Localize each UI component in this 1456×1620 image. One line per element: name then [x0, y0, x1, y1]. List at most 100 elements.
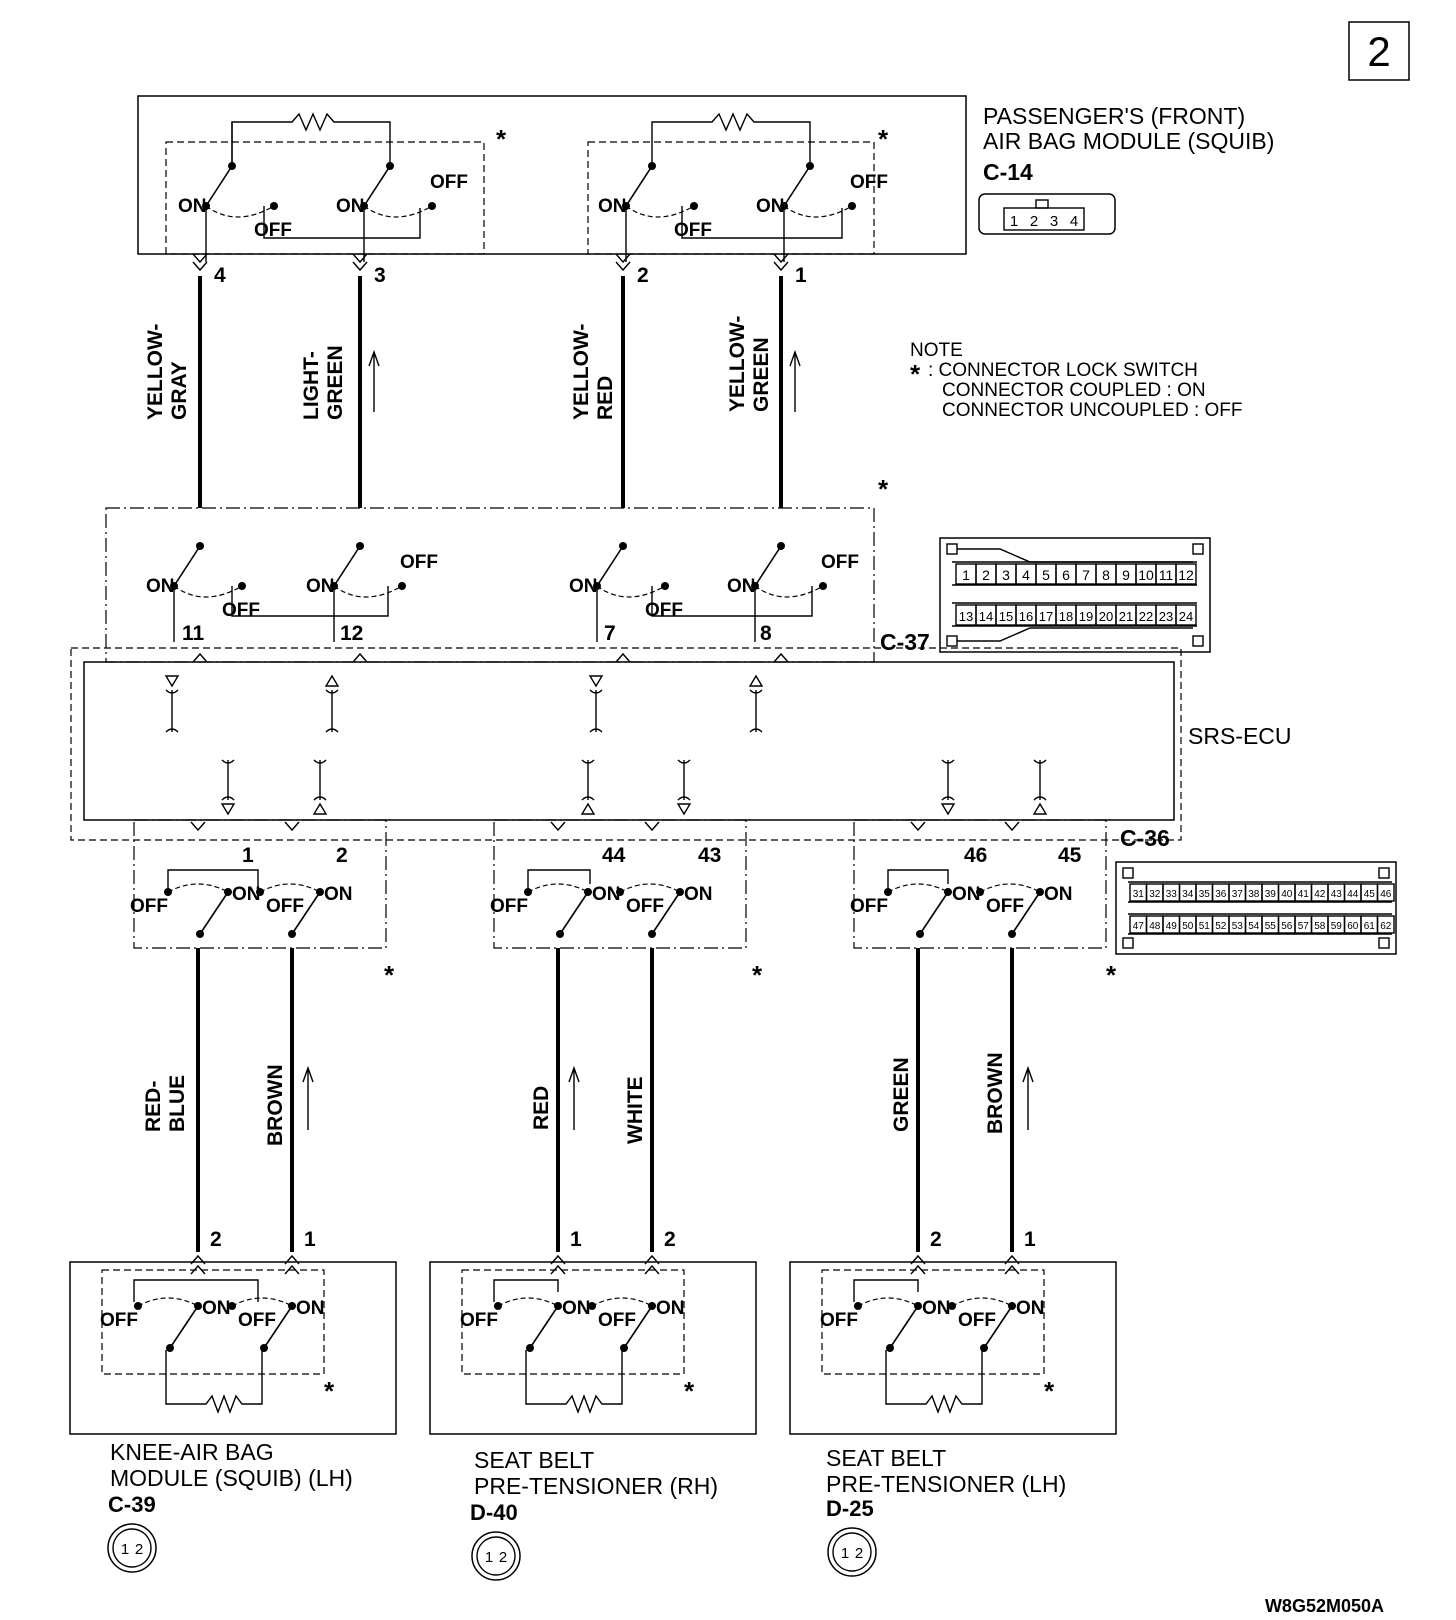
off-contact: [238, 582, 246, 590]
off-contact: [819, 582, 827, 590]
switch-arc: [857, 1297, 919, 1307]
connector-pin-number: 50: [1182, 921, 1194, 932]
connector-pin-number: 12: [1178, 567, 1194, 583]
device-lock-switch-3: [821, 1269, 1045, 1375]
srs-ecu-box: [83, 661, 1175, 821]
svg-text:MODULE (SQUIB) (LH): MODULE (SQUIB) (LH): [110, 1465, 353, 1491]
connector-pin-number: 20: [1099, 609, 1113, 624]
terminal-chevron: [910, 1264, 926, 1275]
svg-text:2: 2: [210, 1228, 222, 1251]
switch-blade: [1011, 891, 1041, 935]
ecu-triangle: [940, 803, 956, 816]
switch-arc: [625, 205, 695, 218]
ecu-triangle: [220, 803, 236, 816]
off-label: OFF: [850, 172, 888, 193]
connector-pin-number: 15: [999, 609, 1013, 624]
connector-pin-number: 10: [1138, 567, 1154, 583]
switch-pivot: [648, 162, 656, 170]
connector-c37-shape: [939, 537, 1211, 653]
svg-text:1: 1: [121, 1541, 129, 1558]
terminal-chevron: [1004, 1264, 1020, 1275]
connector-c36-label: C-36: [1120, 825, 1170, 851]
off-contact: [494, 1302, 502, 1310]
connector-pin-number: 34: [1182, 889, 1194, 900]
connector-c14-pins: 1 2 3 4: [1003, 199, 1085, 231]
terminal-chevron: [190, 1264, 206, 1275]
terminal-chevron: [190, 821, 206, 832]
c37-off-bridge-1: [231, 586, 389, 617]
switch-arc: [591, 1297, 653, 1307]
switch-blade: [333, 545, 361, 587]
connector-pin-number: 47: [1133, 921, 1145, 932]
terminal-chevron: [773, 652, 789, 663]
connector-pin-number: 14: [979, 609, 993, 624]
switch-blade: [983, 1305, 1013, 1349]
on-label: ON: [178, 196, 207, 217]
ecu-link: [221, 759, 235, 801]
svg-text:12: 12: [340, 622, 363, 645]
ecu-link: [941, 759, 955, 801]
switch-arc: [979, 883, 1041, 893]
off-label: OFF: [626, 896, 664, 917]
svg-text:CONNECTOR UNCOUPLED : OFF: CONNECTOR UNCOUPLED : OFF: [942, 400, 1243, 421]
svg-text:1: 1: [1024, 1228, 1036, 1251]
svg-text:PRE-TENSIONER (LH): PRE-TENSIONER (LH): [826, 1471, 1066, 1497]
connector-pin-number: 16: [1019, 609, 1033, 624]
wire-color-label: RED: [594, 376, 617, 420]
terminal-chevron: [192, 261, 208, 272]
svg-text:2: 2: [664, 1228, 676, 1251]
off-label: OFF: [254, 220, 292, 241]
connector-pin-number: 39: [1265, 889, 1277, 900]
wire-color-label: BROWN: [264, 1064, 287, 1146]
svg-text:1: 1: [304, 1228, 316, 1251]
off-label: OFF: [820, 1310, 858, 1331]
terminal-chevron: [1004, 1254, 1020, 1265]
switch-symbols: ONOFFONOFFONOFFONOFFONOFFONOFFONOFFONOFF…: [100, 122, 1073, 1352]
connector-pin-number: 38: [1248, 889, 1260, 900]
on-label: ON: [232, 884, 261, 905]
connector-pin-number: 19: [1079, 609, 1093, 624]
switch-blade: [173, 545, 201, 587]
star-mark: *: [324, 1376, 335, 1406]
switch-pivot: [648, 930, 656, 938]
ecu-link: [677, 759, 691, 801]
switch-pivot: [980, 1344, 988, 1352]
off-contact: [854, 1302, 862, 1310]
switch-arc: [887, 883, 949, 893]
switch-blade: [625, 165, 653, 207]
svg-text:2: 2: [499, 1549, 507, 1566]
switch-arc: [205, 205, 275, 218]
device-connector-icons: 1 2 1 2 1 2: [107, 1523, 877, 1581]
star-mark: *: [684, 1376, 695, 1406]
wire-color-label: RED-: [142, 1081, 165, 1132]
wire-color-label: BLUE: [166, 1075, 189, 1132]
connector-pin-number: 43: [1331, 889, 1343, 900]
connector-pin-number: 59: [1331, 921, 1343, 932]
connector-pin-number: 8: [1102, 567, 1110, 583]
switch-pivot: [526, 1344, 534, 1352]
switch-blade: [919, 891, 949, 935]
svg-text:2: 2: [135, 1541, 143, 1558]
switch-arc: [363, 205, 433, 218]
on-label: ON: [202, 1298, 231, 1319]
switch-pivot: [356, 542, 364, 550]
terminal-chevron: [284, 821, 300, 832]
ecu-link: [749, 689, 763, 733]
on-label: ON: [306, 576, 335, 597]
connector-pin-number: 22: [1139, 609, 1153, 624]
wire-color-label: YELLOW-: [570, 324, 593, 420]
terminal-chevron: [352, 253, 368, 264]
knee-airbag-module-box: [69, 1261, 397, 1435]
on-label: ON: [952, 884, 981, 905]
off-label: OFF: [130, 896, 168, 917]
on-label: ON: [146, 576, 175, 597]
svg-text:1: 1: [485, 1549, 493, 1566]
c36-pin-labels: 1 2 44 43 46 45: [242, 844, 1082, 867]
wire-color-label: GREEN: [890, 1057, 913, 1132]
ecu-link: [581, 759, 595, 801]
svg-text:4: 4: [1070, 213, 1078, 230]
switch-arc: [137, 1297, 199, 1307]
device-bridges-and-resistors: [133, 1279, 983, 1414]
connector-pin-cell: [1376, 883, 1395, 902]
